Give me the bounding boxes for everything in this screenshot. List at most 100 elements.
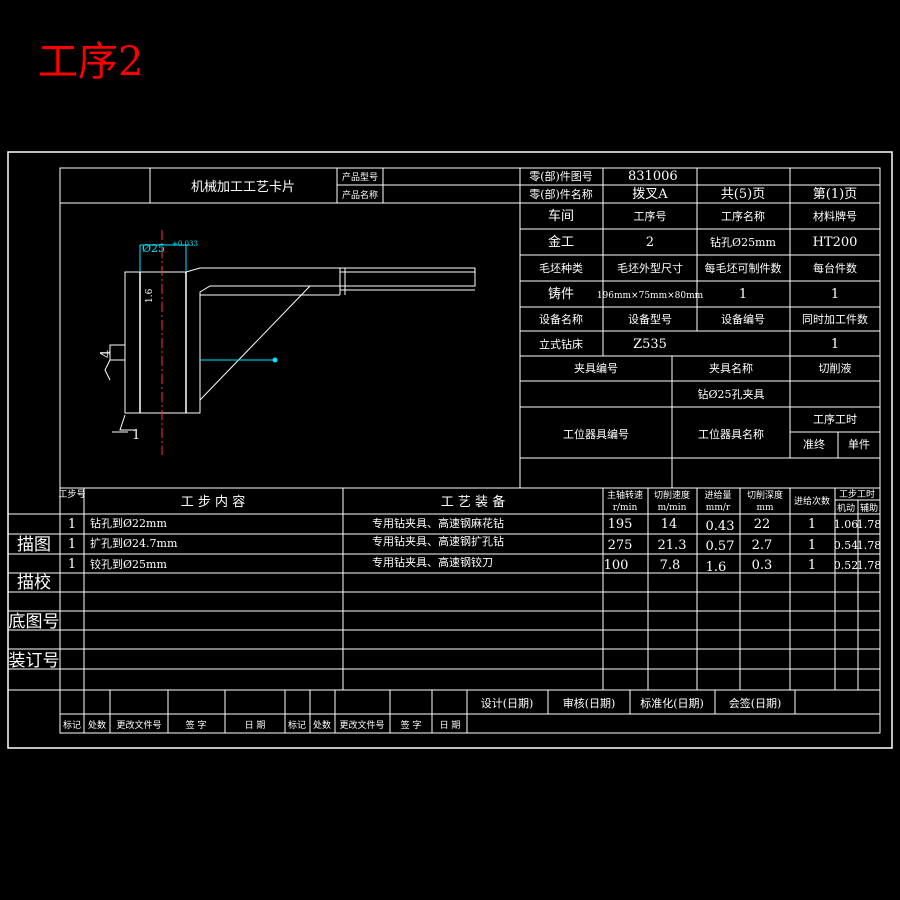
step-2-cut-speed: 21.3 (658, 538, 687, 553)
step-1-depth: 22 (754, 517, 771, 532)
step-1-no: 1 (68, 517, 76, 532)
process-time-label: 工序工时 (813, 412, 857, 426)
th-step-no: 工步号 (58, 489, 85, 500)
step-rows: 1 钻孔到Ø22mm 专用钻夹具、高速钢麻花钻 195 14 0.43 22 1… (68, 516, 881, 575)
th-speed: 主轴转速 (607, 489, 643, 501)
th-feed-unit: mm/r (706, 503, 731, 513)
blank-type-label: 毛坯种类 (539, 261, 583, 275)
parts-per-blank: 1 (739, 287, 747, 302)
footer-design: 设计(日期) (481, 697, 534, 710)
step-2-machine: 0.54 (834, 539, 859, 552)
total-pages: 共(5)页 (721, 187, 765, 202)
side-label-binding-no: 装订号 (9, 651, 60, 671)
equipment-name: 立式钻床 (539, 337, 583, 351)
prep-label: 准终 (803, 437, 825, 451)
step-3-speed: 100 (604, 558, 629, 573)
inner-frame (59, 167, 881, 734)
simultaneous-label: 同时加工件数 (802, 313, 868, 326)
th-cut-speed-unit: m/min (658, 503, 687, 513)
process-no: 2 (646, 235, 654, 250)
footer-count-1: 处数 (88, 719, 106, 731)
footer-date-2: 日 期 (440, 720, 461, 731)
info-grid (519, 203, 880, 488)
equipment-name-label: 设备名称 (539, 312, 583, 326)
step-3-content: 铰孔到Ø25mm (90, 557, 167, 571)
th-depth-unit: mm (756, 503, 774, 513)
step-2-speed: 275 (608, 538, 633, 553)
th-machine: 机动 (837, 502, 855, 514)
datum-4: 4 (99, 350, 114, 358)
process-name: 钻孔Ø25mm (710, 235, 776, 249)
footer-change-doc-1: 更改文件号 (116, 719, 161, 731)
material: HT200 (813, 235, 858, 250)
workshop-value: 金工 (548, 234, 574, 250)
fixture-no-label: 夹具编号 (574, 361, 618, 375)
th-content: 工 步 内 容 (181, 494, 245, 510)
parts-per-unit: 1 (831, 287, 839, 302)
blank-size-label: 毛坯外型尺寸 (617, 261, 683, 275)
product-name-label: 产品名称 (342, 189, 378, 201)
step-1-content: 钻孔到Ø22mm (90, 516, 167, 530)
footer-review: 审核(日期) (563, 696, 616, 710)
step-1-aux: 1.78 (857, 518, 882, 531)
process-no-label: 工序号 (634, 209, 667, 223)
coolant-label: 切削液 (819, 361, 852, 375)
part-drawing-no: 831006 (628, 169, 678, 184)
th-feed: 进给量 (704, 489, 731, 501)
footer-count-2: 处数 (313, 719, 331, 731)
unit-label: 单件 (848, 438, 870, 451)
simultaneous: 1 (831, 337, 839, 352)
step-1-speed: 195 (608, 517, 633, 532)
step-3-passes: 1 (808, 558, 816, 573)
th-aux: 辅助 (860, 502, 878, 514)
step-1-cut-speed: 14 (661, 517, 678, 532)
datum-1: 1 (132, 428, 140, 443)
dim-diameter: Ø25 (142, 242, 165, 255)
page-title: 工序2 (38, 39, 143, 85)
part-drawing-no-label: 零(部)件图号 (529, 169, 593, 183)
footer-sign-1: 签 字 (186, 719, 207, 731)
step-1-feed: 0.43 (706, 519, 735, 534)
step-2-aux: 1.78 (857, 539, 882, 552)
fixture-name: 钻Ø25孔夹具 (697, 387, 764, 401)
footer-sign-2: 签 字 (401, 719, 422, 731)
step-1-passes: 1 (808, 517, 816, 532)
part-drawing (104, 230, 476, 455)
equipment-model-label: 设备型号 (628, 312, 672, 326)
step-1-machine: 1.06 (834, 518, 859, 531)
outer-frame (7, 151, 893, 749)
th-equipment: 工 艺 装 备 (441, 494, 505, 510)
step-3-equipment: 专用钻夹具、高速钢铰刀 (372, 555, 493, 569)
card-title: 机械加工工艺卡片 (191, 180, 295, 195)
part-name: 拨叉A (632, 187, 668, 202)
th-cut-speed: 切削速度 (654, 489, 690, 501)
parts-per-unit-label: 每台件数 (813, 261, 857, 275)
footer-mark-1: 标记 (63, 719, 81, 731)
step-3-machine: 0.52 (834, 559, 859, 572)
step-2-equipment: 专用钻夹具、高速钢扩孔钻 (372, 534, 504, 548)
product-model-label: 产品型号 (342, 171, 378, 183)
step-1-equipment: 专用钻夹具、高速钢麻花钻 (372, 516, 504, 530)
parts-per-blank-label: 每毛坯可制件数 (705, 261, 782, 275)
footer-mark-2: 标记 (288, 719, 306, 731)
step-2-feed: 0.57 (706, 539, 735, 554)
step-2-no: 1 (68, 537, 76, 552)
footer-standard: 标准化(日期) (640, 696, 704, 710)
footer-change-doc-2: 更改文件号 (339, 719, 384, 731)
step-3-no: 1 (68, 557, 76, 572)
roughness-value: 1.6 (145, 288, 155, 303)
step-3-aux: 1.78 (857, 559, 882, 572)
side-label-trace: 描图 (17, 535, 51, 555)
th-speed-unit: r/min (613, 503, 638, 513)
step-2-passes: 1 (808, 538, 816, 553)
blank-size: 196mm×75mm×80mm (597, 291, 704, 301)
th-depth: 切削深度 (747, 489, 783, 501)
step-3-feed: 1.6 (706, 560, 727, 575)
footer-grid (83, 690, 796, 733)
page-no: 第(1)页 (813, 187, 857, 202)
header-grid (60, 168, 880, 204)
part-name-label: 零(部)件名称 (529, 187, 593, 201)
th-passes: 进给次数 (794, 495, 830, 507)
side-label-check: 描校 (17, 573, 51, 593)
